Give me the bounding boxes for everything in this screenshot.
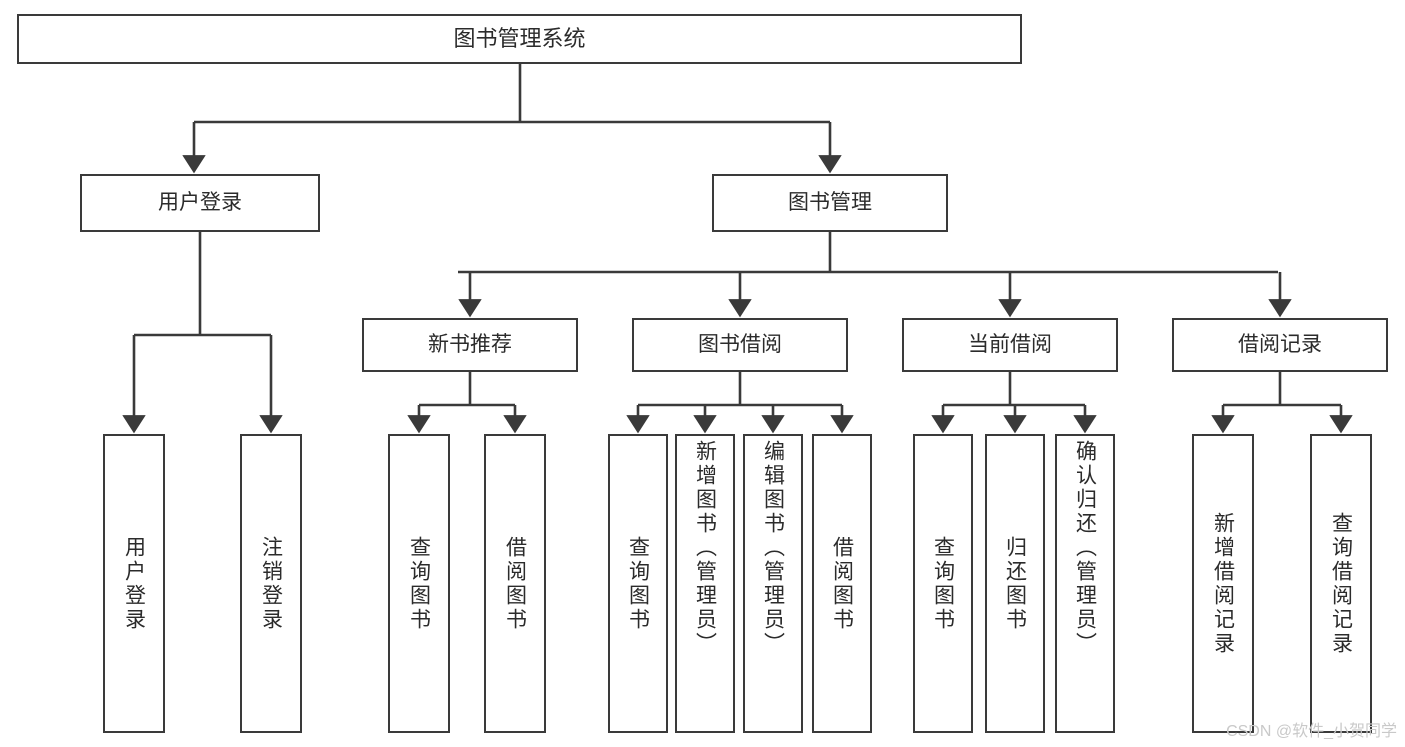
node-query-book-borrow-label: 查询图书 xyxy=(626,535,650,632)
node-add-book-admin: 新增图书（管理员） xyxy=(675,434,735,733)
node-new-book-rec-label: 新书推荐 xyxy=(428,332,512,356)
node-query-book-rec: 查询图书 xyxy=(388,434,450,733)
node-borrow-book-rec-label: 借阅图书 xyxy=(503,535,527,632)
node-borrow-record-label: 借阅记录 xyxy=(1238,332,1322,356)
node-user-login: 用户登录 xyxy=(80,174,320,232)
node-return-book: 归还图书 xyxy=(985,434,1045,733)
node-borrow-book-action-label: 借阅图书 xyxy=(830,535,854,632)
node-book-borrow-label: 图书借阅 xyxy=(698,332,782,356)
node-current-borrow-label: 当前借阅 xyxy=(968,332,1052,356)
node-book-borrow: 图书借阅 xyxy=(632,318,848,372)
node-borrow-record: 借阅记录 xyxy=(1172,318,1388,372)
node-edit-book-admin: 编辑图书（管理员） xyxy=(743,434,803,733)
node-return-book-label: 归还图书 xyxy=(1003,535,1027,632)
node-query-borrow-record: 查询借阅记录 xyxy=(1310,434,1372,733)
node-root-label: 图书管理系统 xyxy=(453,26,586,52)
node-user-login-label: 用户登录 xyxy=(158,190,242,214)
node-user-login-action: 用户登录 xyxy=(103,434,165,733)
node-root: 图书管理系统 xyxy=(17,14,1022,64)
node-edit-book-admin-label: 编辑图书（管理员） xyxy=(761,440,785,656)
node-query-book-borrow: 查询图书 xyxy=(608,434,668,733)
node-confirm-return-admin: 确认归还（管理员） xyxy=(1055,434,1115,733)
node-book-manage-label: 图书管理 xyxy=(788,190,872,214)
node-borrow-book-rec: 借阅图书 xyxy=(484,434,546,733)
node-add-book-admin-label: 新增图书（管理员） xyxy=(693,440,717,656)
node-query-book-current-label: 查询图书 xyxy=(931,535,955,632)
node-borrow-book-action: 借阅图书 xyxy=(812,434,872,733)
node-logout-action: 注销登录 xyxy=(240,434,302,733)
node-add-borrow-record: 新增借阅记录 xyxy=(1192,434,1254,733)
node-add-borrow-record-label: 新增借阅记录 xyxy=(1211,511,1235,656)
node-new-book-rec: 新书推荐 xyxy=(362,318,578,372)
node-query-book-rec-label: 查询图书 xyxy=(407,535,431,632)
node-current-borrow: 当前借阅 xyxy=(902,318,1118,372)
node-confirm-return-admin-label: 确认归还（管理员） xyxy=(1073,440,1097,656)
watermark-csdn: CSDN @软件_小贺同学 xyxy=(1226,723,1397,740)
node-query-borrow-record-label: 查询借阅记录 xyxy=(1329,511,1353,656)
node-logout-action-label: 注销登录 xyxy=(259,535,283,632)
node-user-login-action-label: 用户登录 xyxy=(122,535,146,632)
node-book-manage: 图书管理 xyxy=(712,174,948,232)
node-query-book-current: 查询图书 xyxy=(913,434,973,733)
